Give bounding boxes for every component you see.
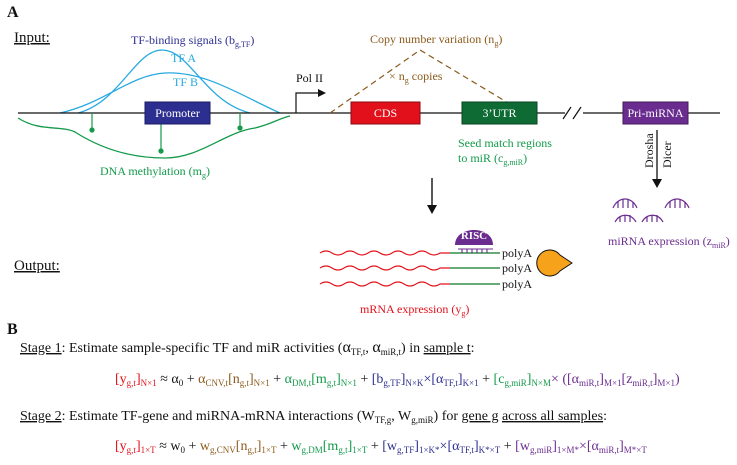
stage2-heading: Stage 2: Estimate TF-gene and miRNA-mRNA…	[20, 409, 607, 425]
pri-mirna-label: Pri-miRNA	[627, 106, 683, 120]
dicer-label: Dicer	[660, 141, 674, 168]
panel-b-label: B	[7, 321, 18, 338]
input-label: Input:	[14, 30, 50, 46]
processing-arrowhead	[652, 179, 662, 188]
polya-label-2: polyA	[502, 261, 532, 275]
mrna-transcript-3	[319, 281, 500, 287]
cnv-title: Copy number variation (ng)	[370, 32, 502, 48]
panel-a-label: A	[7, 4, 19, 21]
seed-match-line1: Seed match regions	[458, 136, 552, 150]
risc-mirna-bound	[458, 248, 493, 253]
mirna-duplex-glyphs	[612, 198, 690, 223]
polya-label-1: polyA	[502, 246, 532, 260]
tf-b-curve	[59, 72, 281, 114]
break-mark-1	[562, 106, 572, 120]
pol2-arrow	[295, 92, 318, 113]
pri-mirna-box	[622, 101, 689, 125]
cds-label: CDS	[374, 106, 397, 120]
dna-methylation-label: DNA methylation (mg)	[100, 164, 210, 180]
risc-label: RISC	[461, 230, 487, 242]
drosha-label: Drosha	[642, 133, 656, 168]
exonuclease-pacman-icon	[536, 249, 573, 277]
polya-label-3: polyA	[502, 277, 532, 291]
stage1-heading: Stage 1: Estimate sample-specific TF and…	[20, 339, 475, 357]
mrna-transcript-2	[319, 265, 500, 271]
methylation-curve	[17, 115, 291, 159]
utr-box	[461, 101, 538, 125]
cds-box	[350, 101, 421, 125]
cnv-dashed-tent	[329, 49, 526, 114]
transcription-arrowhead	[427, 205, 437, 214]
seed-match-line2: to miR (cg,miR)	[458, 151, 527, 167]
tf-a-label: TF A	[171, 51, 196, 65]
utr-label: 3’UTR	[483, 106, 517, 120]
stage1-equation: [yg,t]N×1 ≈ α0 + αCNV,t[ng,t]N×1 + αDM,t…	[115, 372, 680, 388]
mirna-expression-label: miRNA expression (zmiR)	[608, 234, 730, 250]
promoter-box	[144, 101, 211, 125]
break-mark-2	[572, 106, 582, 120]
tf-b-label: TF B	[173, 75, 198, 89]
tf-a-curve	[77, 49, 251, 114]
pol2-arrowhead	[318, 89, 326, 97]
promoter-label: Promoter	[155, 106, 200, 120]
tf-signals-label: TF-binding signals (bg,TF)	[131, 33, 254, 49]
cnv-copies: × ng copies	[389, 69, 443, 85]
risc-complex	[455, 230, 493, 245]
stage2-equation: [yg,t]1×T ≈ w0 + wg,CNV[ng,t]1×T + wg,DM…	[115, 439, 647, 455]
output-label: Output:	[14, 258, 60, 274]
mrna-transcript-1	[319, 250, 500, 256]
pol2-label: Pol II	[296, 71, 323, 85]
mrna-expression-label: mRNA expression (yg)	[360, 302, 469, 318]
